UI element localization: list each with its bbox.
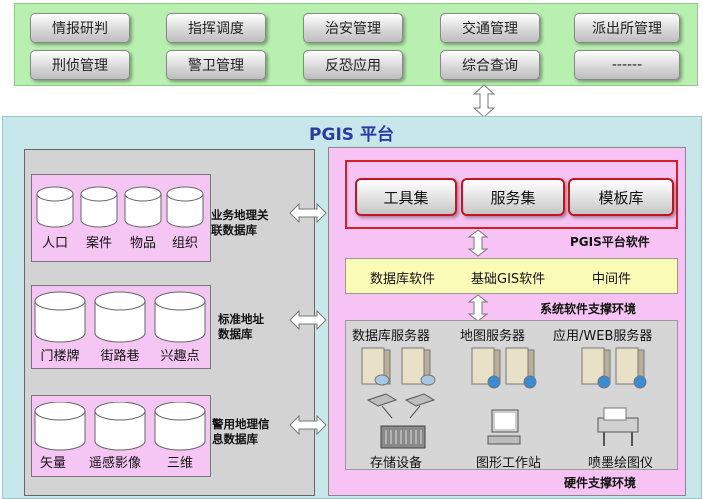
app-button-command-dispatch[interactable]: 指挥调度 xyxy=(166,13,266,43)
db-item-label: 三维 xyxy=(166,456,193,471)
web-server-icon xyxy=(581,347,647,389)
storage-device-icon xyxy=(380,425,426,449)
device-label: 喷墨绘图仪 xyxy=(588,456,654,471)
app-button-guard[interactable]: 警卫管理 xyxy=(166,50,266,80)
template-library-button[interactable]: 模板库 xyxy=(568,178,674,216)
db-label-police-geo: 警用地理信 息数据库 xyxy=(212,417,270,446)
app-button-criminal-investigation[interactable]: 刑侦管理 xyxy=(30,50,130,80)
network-switch-icon xyxy=(366,393,436,419)
db-label-business: 业务地理关 联数据库 xyxy=(211,208,269,237)
toolset-button[interactable]: 工具集 xyxy=(355,178,457,216)
system-software-item: 中间件 xyxy=(592,272,632,287)
db-item-label: 门楼牌 xyxy=(40,349,80,364)
hardware-label: 硬件支撑环境 xyxy=(564,476,637,490)
platform-title: PGIS 平台 xyxy=(309,125,394,145)
leftright-arrow-icon xyxy=(289,203,327,223)
app-button-intel-analysis[interactable]: 情报研判 xyxy=(30,13,130,43)
db-item-label: 物品 xyxy=(129,236,156,251)
pgis-software-box: 工具集 服务集 模板库 xyxy=(345,160,678,229)
leftright-arrow-icon xyxy=(289,310,327,330)
leftright-arrow-icon xyxy=(289,415,327,435)
app-button-police-station[interactable]: 派出所管理 xyxy=(574,13,680,43)
db-item-label: 矢量 xyxy=(39,456,66,471)
system-software-label: 系统软件支撑环境 xyxy=(540,302,637,316)
db-item-label: 案件 xyxy=(85,236,112,251)
app-button-public-security[interactable]: 治安管理 xyxy=(303,13,403,43)
app-button-anti-terror[interactable]: 反恐应用 xyxy=(303,50,403,80)
device-label: 存储设备 xyxy=(370,456,423,471)
system-software-item: 基础GIS软件 xyxy=(471,272,546,287)
system-software-item: 数据库软件 xyxy=(370,272,436,287)
pgis-software-label: PGIS平台软件 xyxy=(570,235,650,249)
updown-arrow-icon xyxy=(467,229,489,257)
app-button-more[interactable]: ------ xyxy=(574,50,680,80)
updown-arrow-icon xyxy=(472,84,496,118)
db-item-label: 街路巷 xyxy=(100,349,140,364)
db-label-address: 标准地址 数据库 xyxy=(218,312,264,341)
app-button-query[interactable]: 综合查询 xyxy=(440,50,540,80)
database-cylinders-icon xyxy=(36,186,204,228)
db-item-label: 兴趣点 xyxy=(160,349,200,364)
server-label: 数据库服务器 xyxy=(352,329,431,344)
db-item-label: 遥感影像 xyxy=(88,456,141,471)
db-item-label: 组织 xyxy=(171,236,198,251)
updown-arrow-icon xyxy=(467,294,489,322)
plotter-icon xyxy=(597,407,639,446)
db-item-label: 人口 xyxy=(41,236,68,251)
system-software-box xyxy=(345,258,678,294)
serviceset-button[interactable]: 服务集 xyxy=(461,178,565,216)
device-label: 图形工作站 xyxy=(476,456,542,471)
server-label: 应用/WEB服务器 xyxy=(553,329,653,344)
app-button-traffic[interactable]: 交通管理 xyxy=(440,13,540,43)
server-label: 地图服务器 xyxy=(460,329,526,344)
workstation-icon xyxy=(487,409,521,445)
application-layer-panel: 情报研判 指挥调度 治安管理 交通管理 派出所管理 刑侦管理 警卫管理 反恐应用… xyxy=(14,3,698,86)
database-cylinders-icon xyxy=(34,402,206,451)
map-server-icon xyxy=(471,347,537,389)
database-server-icon xyxy=(361,347,436,386)
database-cylinders-icon xyxy=(34,291,206,343)
